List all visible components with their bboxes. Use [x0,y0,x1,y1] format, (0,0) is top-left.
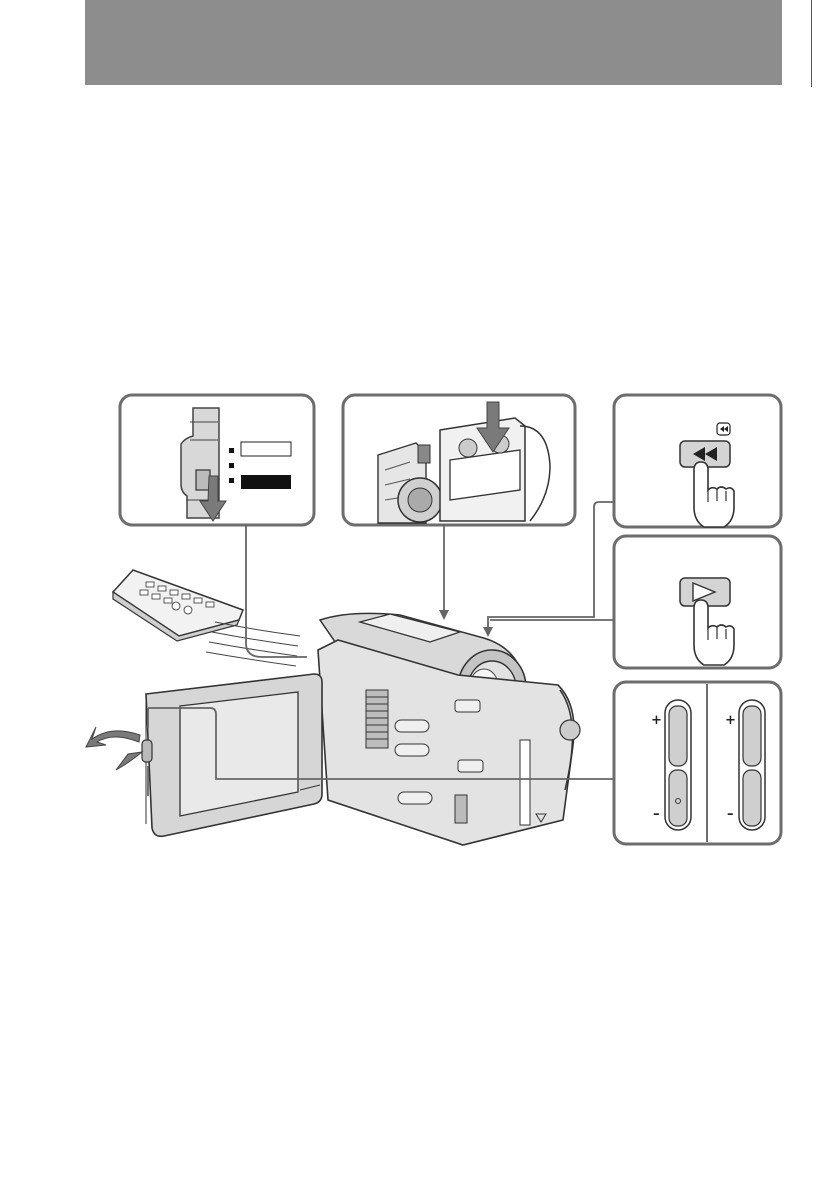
volume-panel [614,682,781,844]
power-switch-panel [120,395,314,525]
volume-rocker-left[interactable] [665,700,691,830]
remote-commander [113,570,300,666]
cassette-panel [343,395,575,525]
curved-arrow-icon [86,727,142,770]
rewind-indicator-icon [717,423,730,435]
camcorder-body [142,613,580,845]
volume-plus-label: + [651,714,662,727]
volume-rocker-right[interactable] [739,700,765,830]
volume-minus-label: – [727,808,734,821]
rewind-panel [614,395,781,527]
play-panel [614,536,781,668]
volume-plus-label: + [725,714,736,727]
volume-minus-label: – [653,808,660,821]
